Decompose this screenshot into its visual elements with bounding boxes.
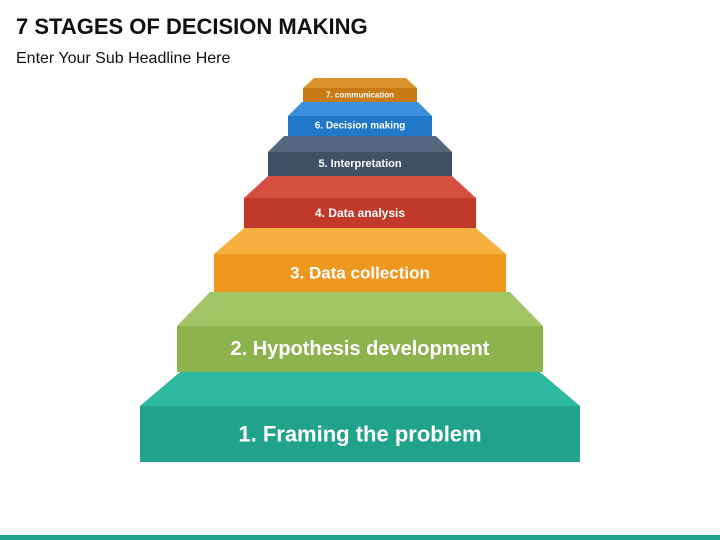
stair-step-top (303, 78, 417, 88)
stair-step-face (303, 88, 417, 102)
stair-step-label: 7. communication (326, 91, 394, 100)
stair-step-top (214, 228, 506, 254)
stair-step-face (288, 116, 432, 136)
stair-step-top (177, 292, 543, 326)
stair-step-label: 3. Data collection (290, 264, 430, 283)
page-subtitle: Enter Your Sub Headline Here (16, 50, 231, 67)
stair-step-label: 1. Framing the problem (238, 422, 481, 447)
stair-step-label: 5. Interpretation (318, 158, 401, 170)
footer-bar (0, 535, 720, 540)
stair-step-face (244, 198, 476, 228)
stair-step-2: 2. Hypothesis development (177, 292, 543, 372)
stair-step-top (244, 176, 476, 198)
stair-step-top (268, 136, 452, 152)
stair-step-face (140, 406, 580, 462)
stair-step-label: 6. Decision making (315, 121, 406, 132)
stair-step-face (268, 152, 452, 176)
stair-step-label: 2. Hypothesis development (231, 338, 490, 360)
stair-step-7: 7. communication (303, 78, 417, 102)
stair-step-face (214, 254, 506, 292)
stair-step-top (140, 372, 580, 406)
stair-step-3: 3. Data collection (214, 228, 506, 292)
stair-step-5: 5. Interpretation (268, 136, 452, 176)
stair-step-face (177, 326, 543, 372)
stair-step-4: 4. Data analysis (244, 176, 476, 228)
stair-step-label: 4. Data analysis (315, 206, 405, 220)
stair-step-6: 6. Decision making (288, 102, 432, 136)
stair-step-1: 1. Framing the problem (140, 372, 580, 462)
stair-step-top (288, 102, 432, 116)
page-title: 7 STAGES OF DECISION MAKING (16, 14, 368, 39)
